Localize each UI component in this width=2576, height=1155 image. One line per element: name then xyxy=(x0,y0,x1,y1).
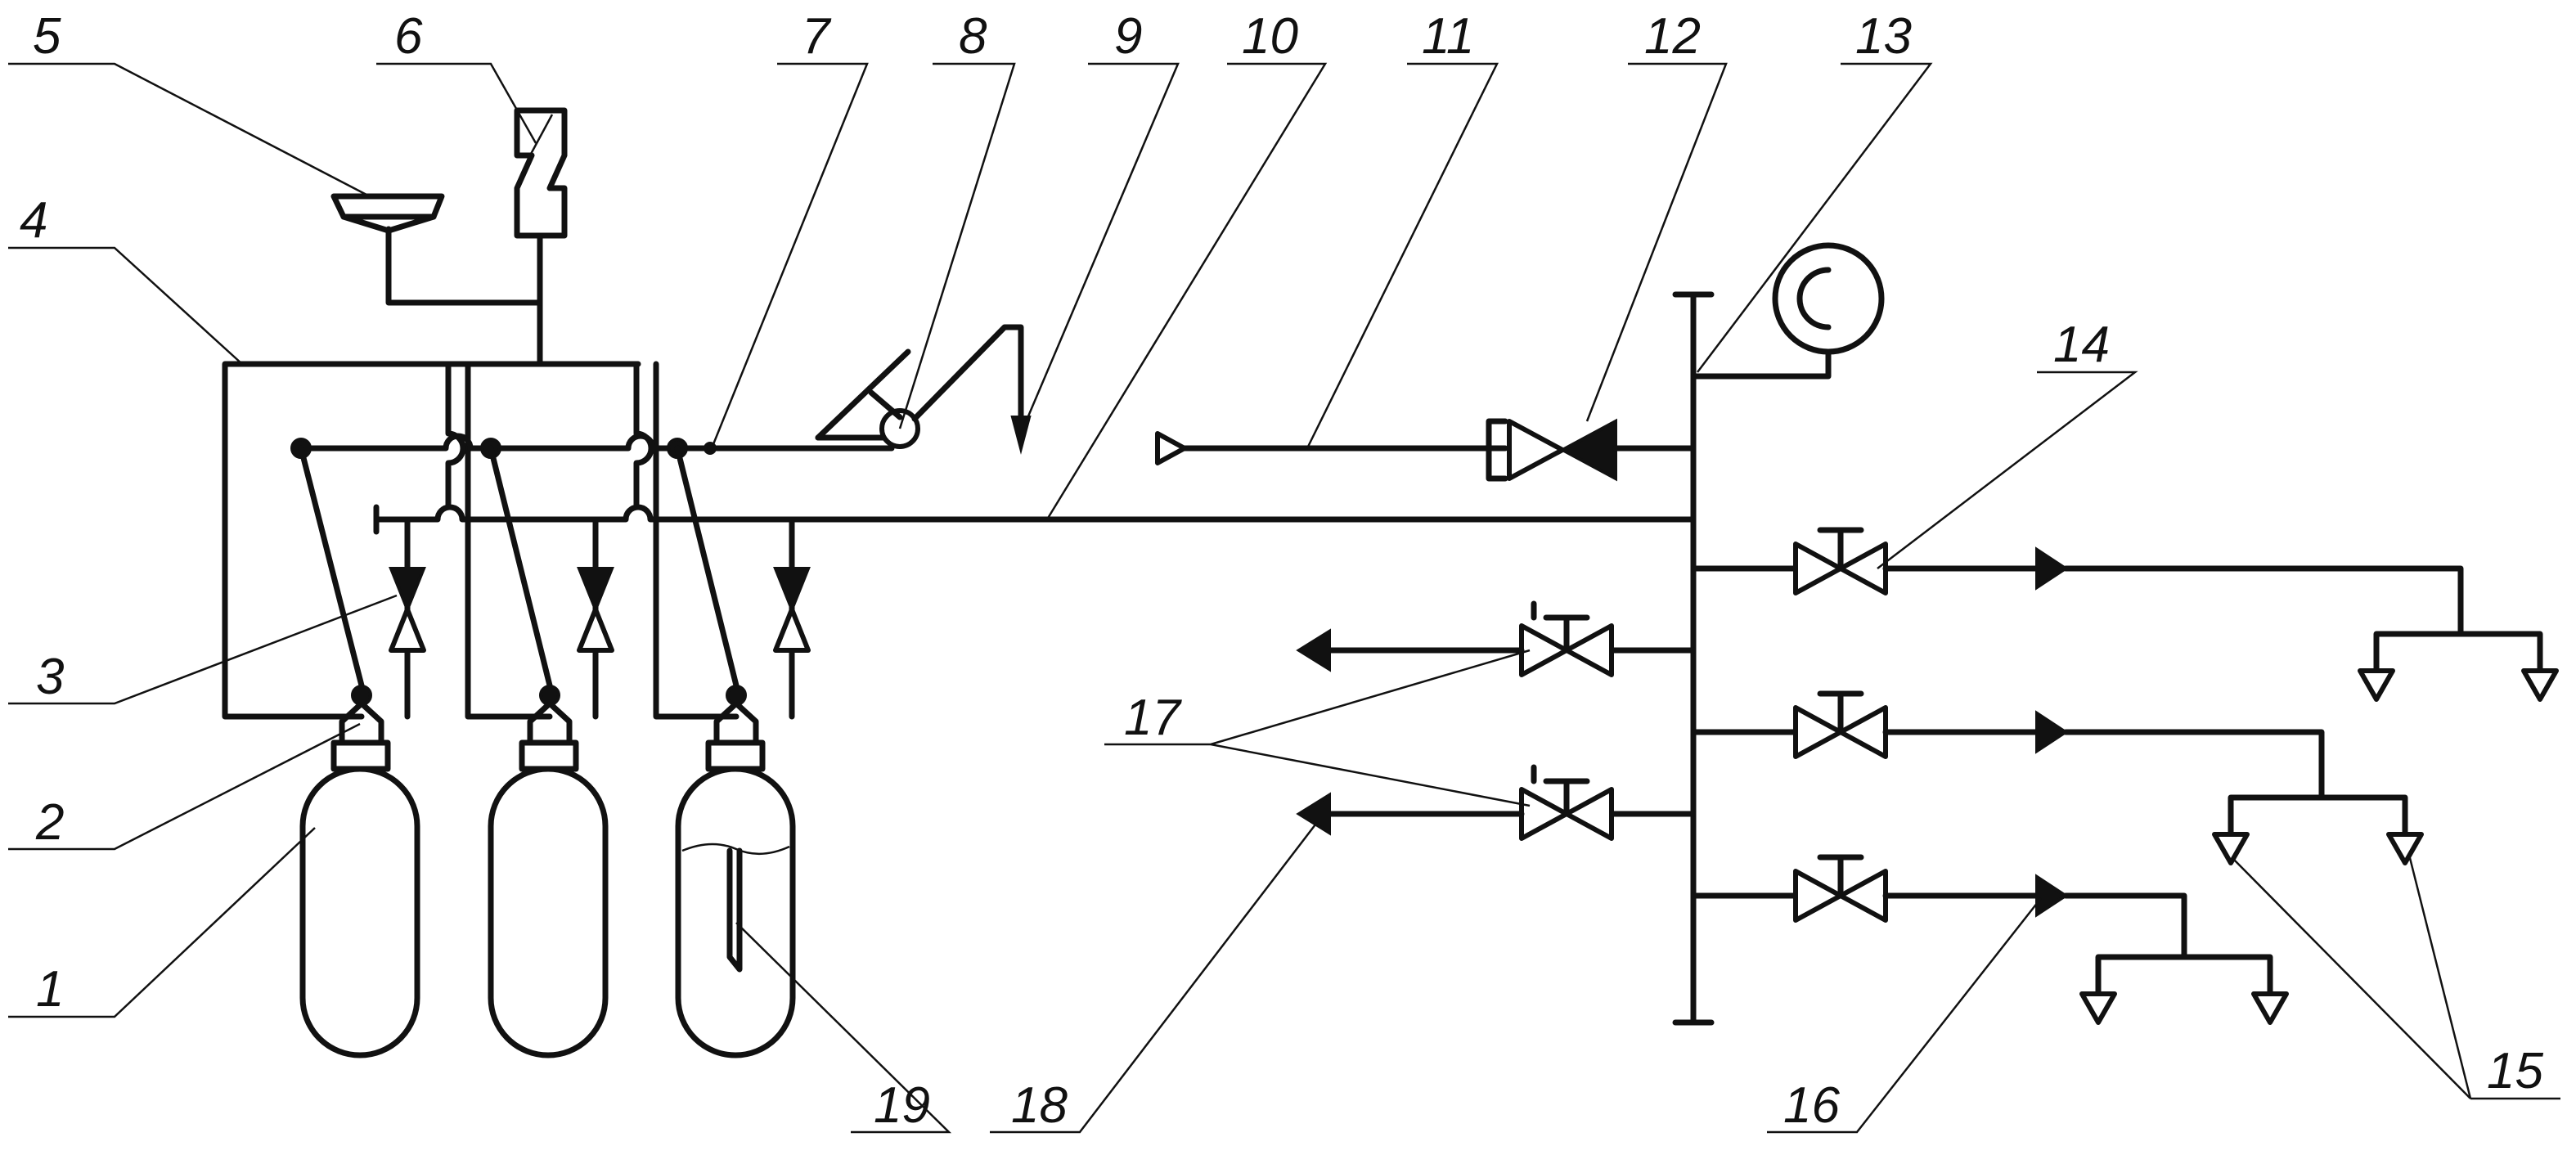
distribution-manifold-13 xyxy=(1672,242,1885,1026)
label-13: 13 xyxy=(1855,8,1912,65)
label-11: 11 xyxy=(1422,8,1474,65)
trigger-line-7 xyxy=(290,361,895,689)
label-15: 15 xyxy=(2487,1043,2543,1099)
label-16: 16 xyxy=(1783,1077,1840,1134)
label-3: 3 xyxy=(36,649,64,705)
check-valves-3 xyxy=(389,567,811,653)
label-8: 8 xyxy=(959,8,987,65)
nozzle-lines-15-16 xyxy=(2035,546,2559,1025)
pressure-switch-8-and-horn-9 xyxy=(815,324,1032,455)
label-7: 7 xyxy=(802,8,832,65)
pressure-line-11-and-valve-12 xyxy=(1155,418,1697,482)
label-17: 17 xyxy=(1124,690,1182,746)
label-5: 5 xyxy=(33,8,61,65)
main-collector-10 xyxy=(373,504,1697,720)
label-10: 10 xyxy=(1242,8,1298,65)
siphon-tube xyxy=(726,847,743,973)
label-9: 9 xyxy=(1114,8,1142,65)
liquid-level-line xyxy=(681,843,790,856)
cylinder-1 xyxy=(299,739,420,1058)
distribution-valves-14 xyxy=(1690,527,2040,923)
label-4: 4 xyxy=(20,192,47,249)
distribution-valves-17-and-outlets-18 xyxy=(1296,600,1697,841)
pilot-line-4 xyxy=(222,226,740,720)
label-2: 2 xyxy=(35,794,64,851)
label-18: 18 xyxy=(1011,1077,1068,1134)
callout-leaders xyxy=(8,62,2560,1134)
pressure-gauge xyxy=(1772,242,1885,355)
manual-trigger-6 xyxy=(514,107,568,306)
heat-detector-5 xyxy=(330,193,445,234)
cylinder-2 xyxy=(488,739,609,1058)
label-14: 14 xyxy=(2053,317,2110,373)
cylinder-3 xyxy=(675,739,796,1058)
label-19: 19 xyxy=(874,1077,930,1134)
callout-labels: 5 6 4 7 8 9 10 11 12 13 14 3 2 1 17 19 1… xyxy=(20,8,2543,1134)
label-1: 1 xyxy=(36,961,64,1018)
label-12: 12 xyxy=(1644,8,1701,65)
label-6: 6 xyxy=(394,8,423,65)
